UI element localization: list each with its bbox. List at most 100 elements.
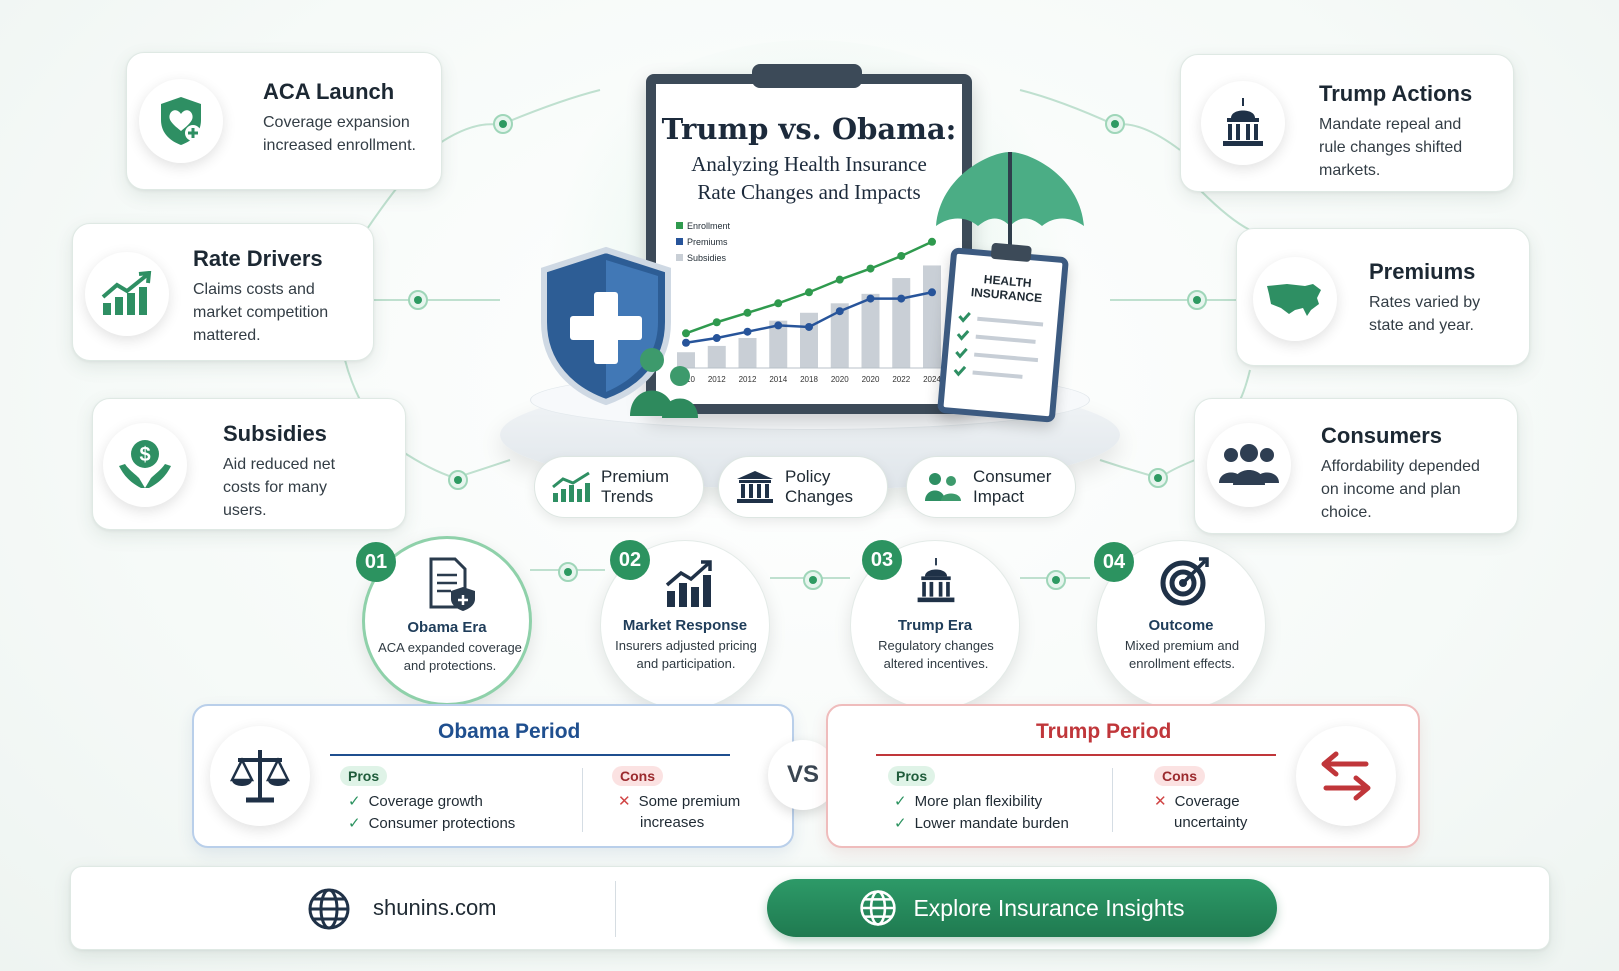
connector-dot	[1105, 114, 1125, 134]
step-number: 03	[862, 540, 902, 580]
obama-period-title: Obama Period	[438, 720, 581, 743]
con-text: Coverage	[1174, 793, 1240, 810]
step-title: Market Response	[622, 617, 748, 634]
card-title: Subsidies	[223, 421, 327, 446]
connector-dot	[1046, 570, 1066, 590]
chart-point	[774, 321, 783, 330]
chart-bar	[738, 338, 757, 368]
pill-label: Consumer	[973, 467, 1052, 486]
step-title: Outcome	[1148, 617, 1214, 634]
obama-period-panel: Obama Period Pros ✓Coverage growth ✓ Cons…	[192, 704, 794, 848]
chart-bar	[800, 312, 818, 368]
pro-item: ✓Coverage growth	[348, 792, 483, 810]
card-title: Rate Drivers	[193, 246, 323, 271]
legend-swatch	[676, 238, 683, 245]
chart-point	[712, 334, 721, 343]
card-text-line: users.	[223, 502, 267, 519]
card-text-line: mattered.	[193, 327, 261, 344]
card-text-line: increased enrollment.	[263, 137, 416, 154]
pro-item: ✓ Lower mandate burden	[894, 814, 1069, 832]
target-icon	[1160, 557, 1209, 606]
card-text-line: Rates varied by	[1369, 294, 1481, 311]
pros-tag: Pros	[340, 766, 388, 786]
growth-chart-icon	[85, 252, 169, 336]
connector-dot	[408, 290, 428, 310]
connector-dot	[493, 114, 513, 134]
document-shield-icon	[429, 557, 475, 611]
card-text-line: state and year.	[1369, 317, 1474, 334]
card-text-line: choice.	[1321, 504, 1372, 521]
site-link[interactable]: shunins.com	[373, 895, 497, 920]
chart-point	[682, 338, 690, 347]
subsidies-card: $ Subsidies Aid reduced net costs for ma…	[92, 398, 406, 530]
us-map-icon	[1253, 257, 1337, 341]
chart-tick-label: 2024	[923, 375, 941, 384]
connector-dot	[1148, 468, 1168, 488]
con-item: uncertainty	[1174, 814, 1248, 831]
svg-text:$: $	[139, 444, 150, 466]
pro-text: More plan flexibility	[914, 793, 1043, 810]
check-icon: ✓	[894, 815, 907, 832]
chart-point	[805, 288, 813, 297]
pill-label: Policy	[785, 467, 831, 486]
pro-item: ✓More plan flexibility	[894, 792, 1042, 810]
trend-chart-icon	[552, 471, 590, 502]
chart-bar	[677, 352, 695, 368]
step-market-response: Market Response Insurers adjusted pricin…	[600, 540, 770, 710]
premiums-card: Premiums Rates varied by state and year.	[1236, 228, 1530, 366]
pill-label: Trends	[601, 487, 654, 506]
trump-period-title: Trump Period	[1036, 720, 1172, 743]
divider	[876, 754, 1276, 756]
card-text-line: rule changes shifted	[1319, 139, 1463, 156]
aca-launch-card: ACA Launch Coverage expansion increased …	[126, 52, 442, 190]
chart-bar	[830, 303, 849, 368]
card-text-line: markets.	[1319, 162, 1381, 179]
chart-tick-label: 2014	[769, 375, 787, 384]
chart-tick-label: 2020	[862, 375, 880, 384]
check-icon: ✓	[348, 793, 361, 810]
cross-icon: ✕	[1154, 793, 1167, 810]
card-title: Premiums	[1369, 259, 1476, 284]
dollar-hands-icon: $	[103, 423, 187, 507]
board-subtitle: Analyzing Health Insurance	[691, 152, 927, 176]
check-icon: ✓	[348, 815, 361, 832]
chart-point	[897, 294, 906, 303]
chart-point	[866, 294, 875, 303]
chart-bar	[861, 293, 880, 368]
trump-actions-card: Trump Actions Mandate repeal and rule ch…	[1180, 54, 1514, 192]
pill-label: Changes	[785, 487, 854, 506]
cons-tag: Cons	[1154, 766, 1205, 786]
trump-period-panel: Trump Period Pros ✓More plan flexibility…	[826, 704, 1420, 848]
board: Trump vs. Obama: Analyzing Health Insura…	[646, 74, 972, 414]
chart-point	[743, 327, 752, 336]
chart-point	[682, 329, 690, 338]
cons-tag: Cons	[612, 766, 663, 786]
legend-label: Premiums	[687, 237, 728, 247]
rate-chart: 201020122012201420182020202020222024Enro…	[676, 221, 942, 384]
rate-drivers-card: Rate Drivers Claims costs and market com…	[72, 223, 374, 361]
legend-swatch	[676, 254, 683, 261]
step-text: Regulatory changes altered incentives.	[878, 638, 994, 671]
pro-text: Lower mandate burden	[914, 815, 1069, 832]
swap-arrows-icon	[1296, 726, 1396, 826]
chart-tick-label: 2012	[739, 375, 757, 384]
pill-label: Impact	[973, 487, 1025, 506]
chart-point	[928, 288, 936, 297]
pro-text: Consumer protections	[368, 815, 516, 832]
card-text-line: Affordability depended	[1321, 458, 1480, 475]
con-item: ✕ Some premium	[618, 792, 740, 810]
health-insurance-clipboard: HEALTH INSURANCE	[936, 242, 1070, 423]
connector-dot	[558, 562, 578, 582]
explore-insights-button[interactable]: Explore Insurance Insights	[767, 879, 1277, 937]
con-text: Some premium	[638, 793, 741, 810]
con-item: increases	[640, 814, 705, 831]
pro-item: ✓ Consumer protections	[348, 814, 515, 832]
chart-bar	[707, 345, 726, 368]
card-text-line: Aid reduced net	[223, 456, 336, 473]
cross-icon: ✕	[618, 793, 631, 810]
connector-dot	[1187, 290, 1207, 310]
card-text-line: market competition	[193, 304, 329, 321]
